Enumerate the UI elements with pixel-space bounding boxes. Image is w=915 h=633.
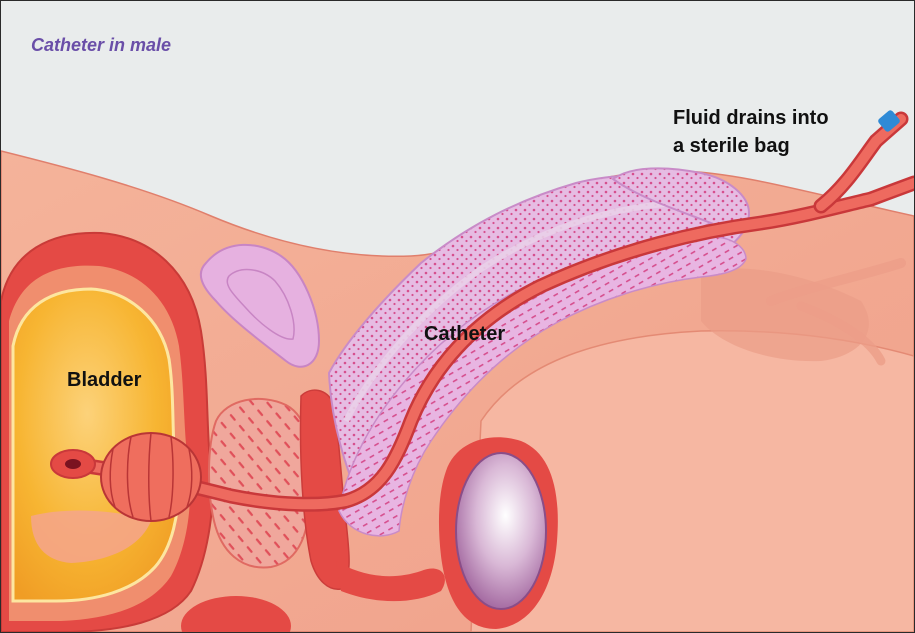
testis <box>456 453 546 609</box>
fluid-drain-label-line2: a sterile bag <box>673 132 829 160</box>
fluid-drain-label: Fluid drains into a sterile bag <box>673 104 829 160</box>
catheter-tip-eye <box>65 459 81 469</box>
bladder-label: Bladder <box>67 369 141 392</box>
prostate <box>209 399 311 568</box>
fluid-drain-label-line1: Fluid drains into <box>673 104 829 132</box>
catheter-balloon <box>101 433 201 521</box>
diagram-title: Catheter in male <box>31 35 171 56</box>
catheter-label: Catheter <box>424 323 505 346</box>
